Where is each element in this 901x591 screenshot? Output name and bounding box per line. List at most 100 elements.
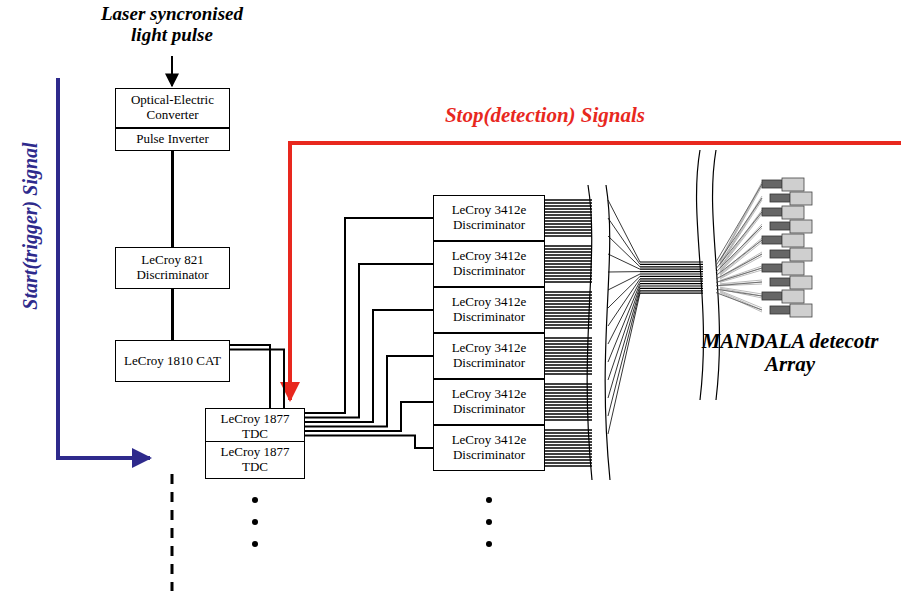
cable-wire — [545, 355, 592, 356]
cable-wire — [545, 438, 592, 439]
cable-wire — [545, 211, 592, 212]
cable-wire — [545, 300, 592, 301]
detector-scintillator — [782, 262, 804, 275]
cable-wire — [640, 269, 703, 270]
cable-wire — [545, 324, 592, 325]
cable-wire — [545, 291, 592, 292]
cable-wire — [640, 283, 703, 284]
cable-wire — [545, 441, 592, 442]
cable-wire — [720, 282, 762, 285]
device-box: LeCroy 3412e Discriminator — [433, 425, 545, 471]
cable-wire — [545, 349, 592, 350]
device-box: Pulse Inverter — [115, 128, 230, 151]
cable-wire — [640, 285, 703, 286]
signal-wire — [171, 151, 174, 247]
cable-wire — [545, 217, 592, 218]
device-label: LeCroy 3412e Discriminator — [434, 201, 544, 235]
signal-wire — [305, 436, 433, 449]
cable-wire — [545, 223, 592, 224]
cable-wire — [545, 208, 592, 209]
cable-wire — [720, 256, 762, 279]
cable-wire — [545, 465, 592, 466]
detector-pmt — [762, 180, 782, 188]
cable-wire — [545, 327, 592, 328]
cable-wire — [545, 410, 592, 411]
cable-wire — [545, 245, 592, 246]
cable-wire — [608, 200, 640, 262]
cable-wire — [640, 261, 703, 262]
cable-wire — [545, 235, 592, 236]
bus-dashed — [171, 474, 174, 591]
cable-wire — [545, 383, 592, 384]
cable-wire — [545, 260, 592, 261]
cable-wire — [640, 271, 703, 272]
cable-wire — [545, 370, 592, 371]
cable-wire — [720, 293, 762, 312]
signal-wire — [305, 356, 433, 427]
cable-wire — [545, 226, 592, 227]
cable-wire — [545, 232, 592, 233]
cable-wire — [545, 315, 592, 316]
cable-wire — [545, 416, 592, 417]
cable-wire — [545, 202, 592, 203]
cable-wire — [608, 271, 640, 272]
cable-wire — [545, 321, 592, 322]
cable-wire — [545, 297, 592, 298]
signal-wire — [305, 310, 433, 422]
laser-arrow — [171, 56, 173, 86]
cable-wire — [608, 274, 640, 290]
cable-wire — [545, 337, 592, 338]
cable-wire — [720, 284, 762, 286]
cable-break — [697, 150, 720, 400]
cable-wire — [545, 257, 592, 258]
detector-scintillator — [782, 206, 804, 219]
cable-wire — [720, 280, 762, 284]
cable-wire — [545, 312, 592, 313]
device-box: LeCroy 821 Discriminator — [115, 247, 230, 289]
cable-wire — [545, 447, 592, 448]
cable-wire — [720, 196, 762, 263]
stop-signal-arrow — [290, 143, 901, 400]
cable-wire — [545, 459, 592, 460]
device-label: LeCroy 3412e Discriminator — [434, 339, 544, 373]
cable-wire — [608, 236, 640, 267]
cable-wire — [640, 288, 703, 289]
cable-wire — [608, 288, 640, 398]
detector-scintillator — [790, 192, 812, 205]
cable-wire — [545, 340, 592, 341]
signal-wire — [305, 402, 433, 431]
cable-wire — [608, 286, 640, 380]
cable-wire — [545, 361, 592, 362]
detector-pmt — [762, 208, 782, 216]
cable-wire — [545, 269, 592, 270]
detector-scintillator — [790, 276, 812, 289]
cable-wire — [545, 251, 592, 252]
cable-wire — [720, 292, 762, 310]
cable-wire — [545, 205, 592, 206]
cable-wire — [545, 398, 592, 399]
device-label: LeCroy 821 Discriminator — [116, 251, 229, 285]
cable-wire — [545, 413, 592, 414]
detector-pmt — [770, 250, 790, 258]
cable-wire — [608, 291, 640, 416]
device-label: LeCroy 3412e Discriminator — [434, 431, 544, 465]
cable-wire — [716, 268, 762, 282]
signal-wire — [171, 289, 174, 340]
cable-wire — [545, 453, 592, 454]
cable-wire — [545, 248, 592, 249]
cable-wire — [545, 364, 592, 365]
cable-wire — [608, 254, 640, 269]
cable-wire — [545, 266, 592, 267]
device-box: LeCroy 3412e Discriminator — [433, 379, 545, 425]
cable-wire — [545, 389, 592, 390]
cable-wire — [545, 272, 592, 273]
signal-label: Start(trigger) Signal — [19, 116, 41, 336]
cable-wire — [545, 450, 592, 451]
cable-wire — [545, 229, 592, 230]
cable-wire — [720, 214, 762, 269]
cable-wire — [545, 318, 592, 319]
cable-wire — [545, 199, 592, 200]
cable-wire — [545, 306, 592, 307]
cable-wire — [545, 401, 592, 402]
detector-pmt — [762, 236, 782, 244]
